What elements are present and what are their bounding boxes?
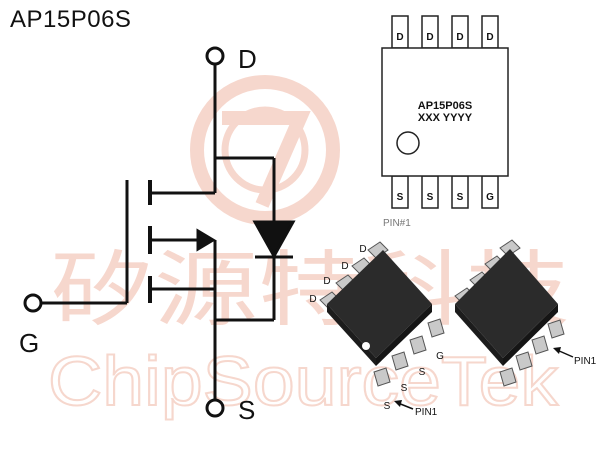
gate-label: G <box>19 328 39 358</box>
pin1-arrow <box>394 400 414 410</box>
top-pin-label: D <box>456 32 463 43</box>
drain-pin-label: D <box>309 294 316 305</box>
lower-pin-label: S <box>401 383 408 394</box>
top-pins <box>391 15 499 49</box>
watermark-latin: ChipSourceTek <box>48 342 559 420</box>
source-terminal <box>205 398 225 418</box>
top-pin-label: D <box>396 32 403 43</box>
bottom-pin-label: G <box>486 192 494 203</box>
drain-pin-label: D <box>323 276 330 287</box>
part-number-title: AP15P06S <box>10 6 132 33</box>
pin1-marker-label: PIN#1 <box>383 218 411 229</box>
pin1-arrow <box>553 347 574 358</box>
watermark: 矽源特科技 ChipSourceTek <box>47 75 570 421</box>
package-3d-left: D D D D S S S G PIN1 <box>309 241 445 418</box>
pin1-label: PIN1 <box>574 356 597 367</box>
top-view-package: D D D D S S S G AP15P06S XXX YYYY PIN#1 <box>381 15 509 229</box>
pin1-label: PIN1 <box>415 407 438 418</box>
lower-pin-label: S <box>384 401 391 412</box>
source-label: S <box>238 395 255 425</box>
pin1-dot <box>362 342 370 350</box>
bottom-pin-label: S <box>397 192 404 203</box>
gate-terminal <box>23 293 43 313</box>
lower-pin-label: S <box>419 367 426 378</box>
lower-pin-label: G <box>436 351 444 362</box>
package-body-side <box>376 304 432 366</box>
bottom-pins <box>391 175 499 209</box>
package-body-top <box>455 249 558 358</box>
drain-label: D <box>238 44 257 74</box>
pin1-dimple <box>396 131 420 155</box>
package-body-side <box>503 304 558 366</box>
package-body-top <box>327 250 432 358</box>
package-marking-line2: XXX YYYY <box>418 112 473 124</box>
body-diode <box>252 220 296 320</box>
watermark-logo <box>190 75 340 225</box>
mosfet-symbol <box>23 46 296 418</box>
drain-pin-label: D <box>359 244 366 255</box>
drain-pin-label: D <box>341 261 348 272</box>
bottom-pin-label: S <box>427 192 434 203</box>
top-view-body <box>381 47 509 177</box>
package-3d-right: PIN1 <box>454 239 597 387</box>
top-pin-label: D <box>426 32 433 43</box>
bottom-pin-label: S <box>457 192 464 203</box>
top-pin-label: D <box>486 32 493 43</box>
channel-arrow <box>196 228 216 252</box>
drain-terminal <box>205 46 225 66</box>
package-marking-line1: AP15P06S <box>418 100 472 112</box>
